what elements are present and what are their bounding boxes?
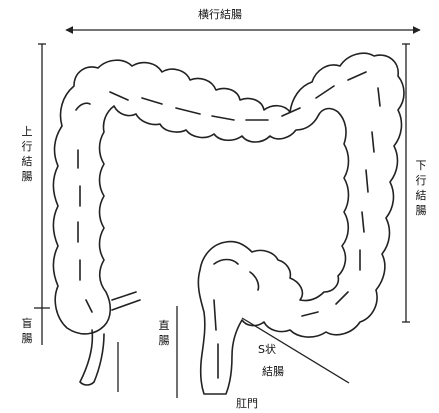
label-anus: 肛門 <box>236 398 258 409</box>
label-ascending-colon: 上行結腸 <box>20 124 34 184</box>
label-cecum: 盲腸 <box>20 316 34 346</box>
colon-outline <box>54 53 405 394</box>
label-transverse-colon: 横行結腸 <box>198 9 242 20</box>
label-sigmoid-line2: 結腸 <box>262 366 284 377</box>
colon-outer-contour <box>54 53 405 394</box>
label-descending-colon: 下行結腸 <box>414 158 428 218</box>
label-rectum: 直腸 <box>157 318 171 348</box>
appendix-shape <box>80 330 104 385</box>
label-sigmoid-line1: S状 <box>258 344 276 355</box>
